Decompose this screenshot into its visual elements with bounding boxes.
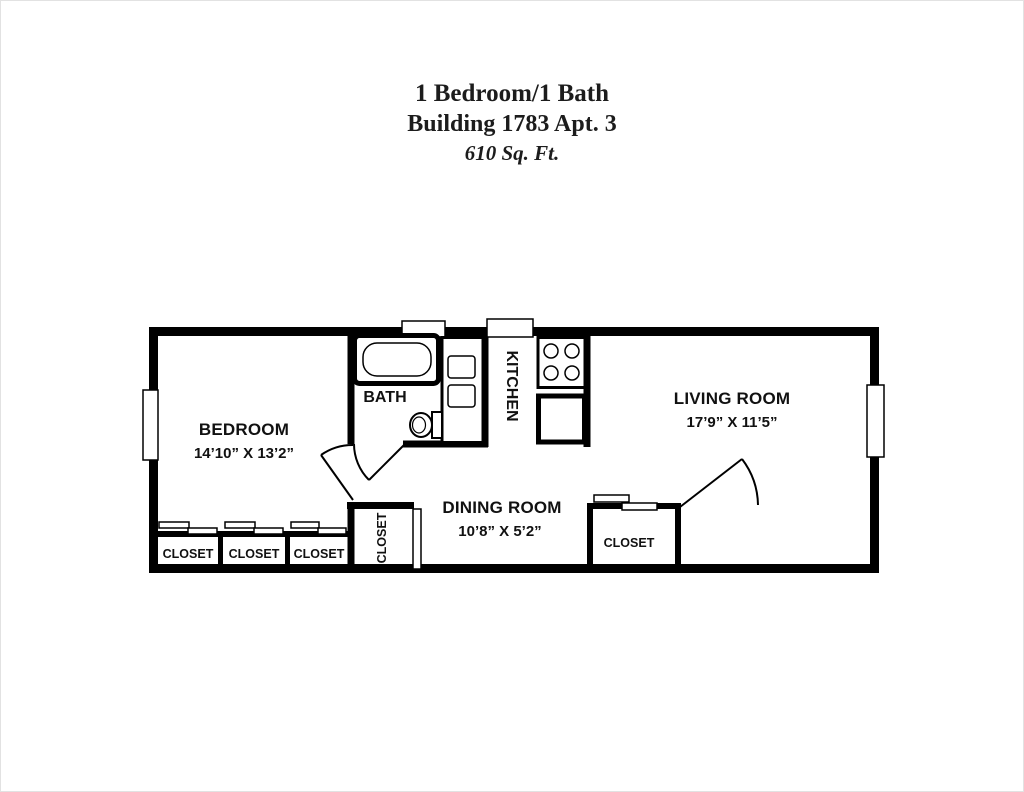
sink-basin-1: [447, 355, 476, 379]
closet-1-label: CLOSET: [163, 547, 214, 561]
plan-subtitle: Building 1783 Apt. 3: [407, 111, 617, 137]
burner-icon: [543, 365, 559, 381]
toilet-tank: [431, 411, 443, 439]
door-leaf: [320, 454, 354, 501]
toilet-seat: [411, 416, 427, 434]
burner-icon: [564, 343, 580, 359]
dining-room-dimensions: 10’8” X 5’2”: [458, 523, 541, 540]
window-right-icon: [866, 384, 885, 458]
door-arc: [741, 458, 759, 506]
door-arc: [353, 443, 370, 481]
door-leaf: [368, 443, 406, 481]
sliding-door-icon: [317, 527, 347, 535]
closet-3-label: CLOSET: [294, 547, 345, 561]
toilet-icon: [409, 411, 443, 439]
sink-basin-2: [447, 384, 476, 408]
bedroom-label: BEDROOM: [199, 420, 289, 439]
bathtub-icon: [352, 333, 441, 386]
sliding-door-icon: [158, 521, 190, 529]
window-top-2-icon: [486, 318, 534, 338]
stove-outline: [536, 336, 587, 389]
bedroom-door-icon: [320, 443, 354, 501]
closet-hall-label: CLOSET: [375, 512, 389, 563]
living-room-label: LIVING ROOM: [674, 389, 790, 408]
living-room-door-icon: [679, 458, 759, 508]
closet-2-label: CLOSET: [229, 547, 280, 561]
sliding-door-icon: [290, 521, 320, 529]
room-labels: BEDROOM 14’10” X 13’2” BATH KITCHEN LIVI…: [163, 350, 790, 563]
burner-icon: [543, 343, 559, 359]
plan-title: 1 Bedroom/1 Bath: [415, 80, 609, 107]
door-arc: [320, 443, 354, 456]
closet-living-label: CLOSET: [604, 536, 655, 550]
living-room-dimensions: 17’9” X 11’5”: [687, 414, 778, 431]
burner-icon: [564, 365, 580, 381]
plan-header: 1 Bedroom/1 Bath Building 1783 Apt. 3 61…: [1, 79, 1023, 167]
bath-label: BATH: [363, 389, 406, 406]
dining-room-label: DINING ROOM: [442, 498, 561, 517]
fixtures: [352, 333, 587, 445]
sliding-door-icon: [593, 494, 630, 503]
sliding-door-icon: [621, 502, 658, 511]
sliding-door-icon: [187, 527, 218, 535]
sliding-door-icon: [253, 527, 284, 535]
counter-icon: [536, 393, 587, 445]
bedroom-dimensions: 14’10” X 13’2”: [194, 445, 294, 462]
plan-area: 610 Sq. Ft.: [464, 141, 560, 165]
sliding-doors: [158, 494, 658, 570]
stove-icon: [536, 336, 587, 389]
closet-hall-door-icon: [412, 508, 422, 570]
door-swings: [320, 443, 759, 508]
bath-door-icon: [353, 443, 406, 481]
door-leaf: [679, 458, 743, 508]
vanity-sink-icon: [440, 336, 485, 444]
kitchen-label: KITCHEN: [503, 350, 520, 421]
sliding-door-icon: [224, 521, 256, 529]
window-left-icon: [142, 389, 159, 461]
bathtub-basin: [362, 342, 432, 377]
